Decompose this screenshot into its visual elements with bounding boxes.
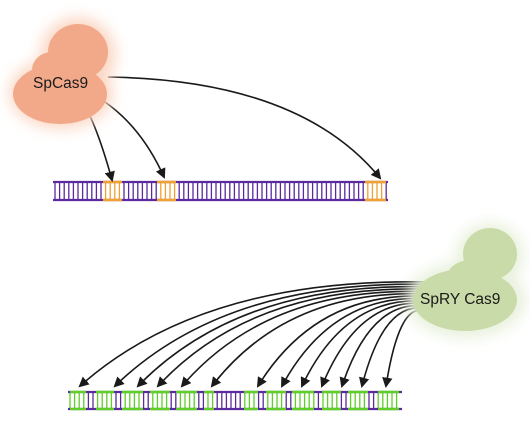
spcas9-protein: SpCas9 [9, 17, 116, 129]
spcas9-arrow-2 [104, 101, 166, 179]
spry-arrow [156, 288, 429, 388]
spry-arrow [78, 281, 431, 388]
spry-arrow [281, 297, 426, 388]
spry-arrow [180, 290, 428, 388]
spry-arrow [210, 292, 428, 388]
spry-arrow [339, 304, 425, 388]
spcas9-arrows [89, 76, 382, 183]
spry-label: SpRY Cas9 [420, 291, 500, 308]
spry-arrows [78, 281, 431, 389]
spry-arrow [113, 283, 430, 388]
spcas9-label: SpCas9 [33, 75, 88, 92]
spry-protein: SpRY Cas9 [406, 223, 526, 338]
spry-arrow [359, 307, 424, 389]
dna-top [53, 180, 388, 202]
spry-arrow [136, 285, 429, 388]
spry-arrow [256, 295, 427, 388]
spry-arrow [300, 300, 426, 388]
dna-bottom [68, 390, 402, 411]
spcas9-arrow-3 [107, 76, 382, 180]
spcas9-arrow-1 [89, 115, 115, 183]
